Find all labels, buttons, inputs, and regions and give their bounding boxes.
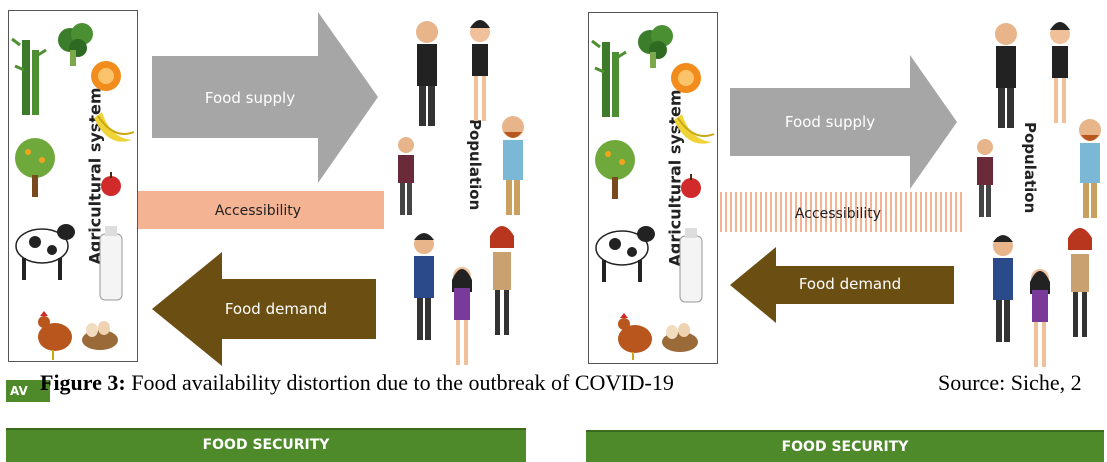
person-icon <box>470 20 490 121</box>
right-diagram-svg: Food supply Food demand Accessibility <box>591 22 1101 367</box>
milk-icon <box>99 226 123 301</box>
figure-caption: Figure 3: Food availability distortion d… <box>40 370 674 396</box>
food-supply-label: Food supply <box>785 113 875 131</box>
eggs-icon <box>662 323 698 352</box>
tree-icon <box>595 140 635 199</box>
person-icon <box>1068 228 1092 337</box>
chicken-icon <box>38 311 72 360</box>
person-icon <box>995 23 1017 128</box>
person-icon <box>993 235 1013 342</box>
person-icon <box>490 226 514 335</box>
milk-icon <box>679 228 703 303</box>
accessibility-bar <box>718 192 964 232</box>
person-icon <box>452 267 472 365</box>
cow-icon <box>595 226 655 282</box>
cow-icon <box>15 224 75 280</box>
chicken-icon <box>618 313 652 360</box>
apple-icon <box>681 174 701 198</box>
food-security-bar-left: FOOD SECURITY <box>6 428 526 462</box>
person-icon <box>1050 22 1070 123</box>
normal-scenario-panel: Agricultural system Population Food supp… <box>0 0 540 462</box>
availability-tab: AV <box>6 380 50 402</box>
food-supply-arrow <box>152 12 378 183</box>
left-diagram-svg: Food supply Food demand Accessibility <box>11 12 524 366</box>
orange-icon <box>91 61 121 91</box>
food-demand-arrow <box>152 252 376 366</box>
banana-icon <box>674 114 715 144</box>
accessibility-label: Accessibility <box>795 206 881 222</box>
tree-icon <box>15 138 55 197</box>
food-demand-arrow <box>730 247 954 323</box>
person-icon <box>398 137 414 215</box>
figure-caption-text: Food availability distortion due to the … <box>125 370 674 395</box>
orange-icon <box>671 63 701 93</box>
figure-source: Source: Siche, 2 <box>938 370 1082 395</box>
food-supply-arrow <box>730 55 957 189</box>
broccoli-icon <box>638 25 673 68</box>
covid-scenario-panel: Agricultural system Population Food supp… <box>580 0 1107 462</box>
apple-icon <box>101 172 121 196</box>
food-demand-label: Food demand <box>225 300 327 318</box>
food-security-bar-right: FOOD SECURITY <box>586 430 1104 462</box>
accessibility-label: Accessibility <box>215 203 301 219</box>
person-icon <box>416 21 438 126</box>
person-icon <box>1079 119 1101 218</box>
bamboo-icon <box>591 39 627 117</box>
broccoli-icon <box>58 23 93 66</box>
food-supply-label: Food supply <box>205 89 295 107</box>
bamboo-icon <box>11 37 47 115</box>
person-icon <box>977 139 993 217</box>
person-icon <box>502 116 524 215</box>
person-icon <box>414 233 434 340</box>
banana-icon <box>94 112 135 142</box>
person-icon <box>1030 269 1050 367</box>
figure-label: Figure 3: <box>40 370 126 395</box>
food-demand-label: Food demand <box>799 275 901 293</box>
accessibility-bar <box>138 191 384 229</box>
eggs-icon <box>82 321 118 350</box>
